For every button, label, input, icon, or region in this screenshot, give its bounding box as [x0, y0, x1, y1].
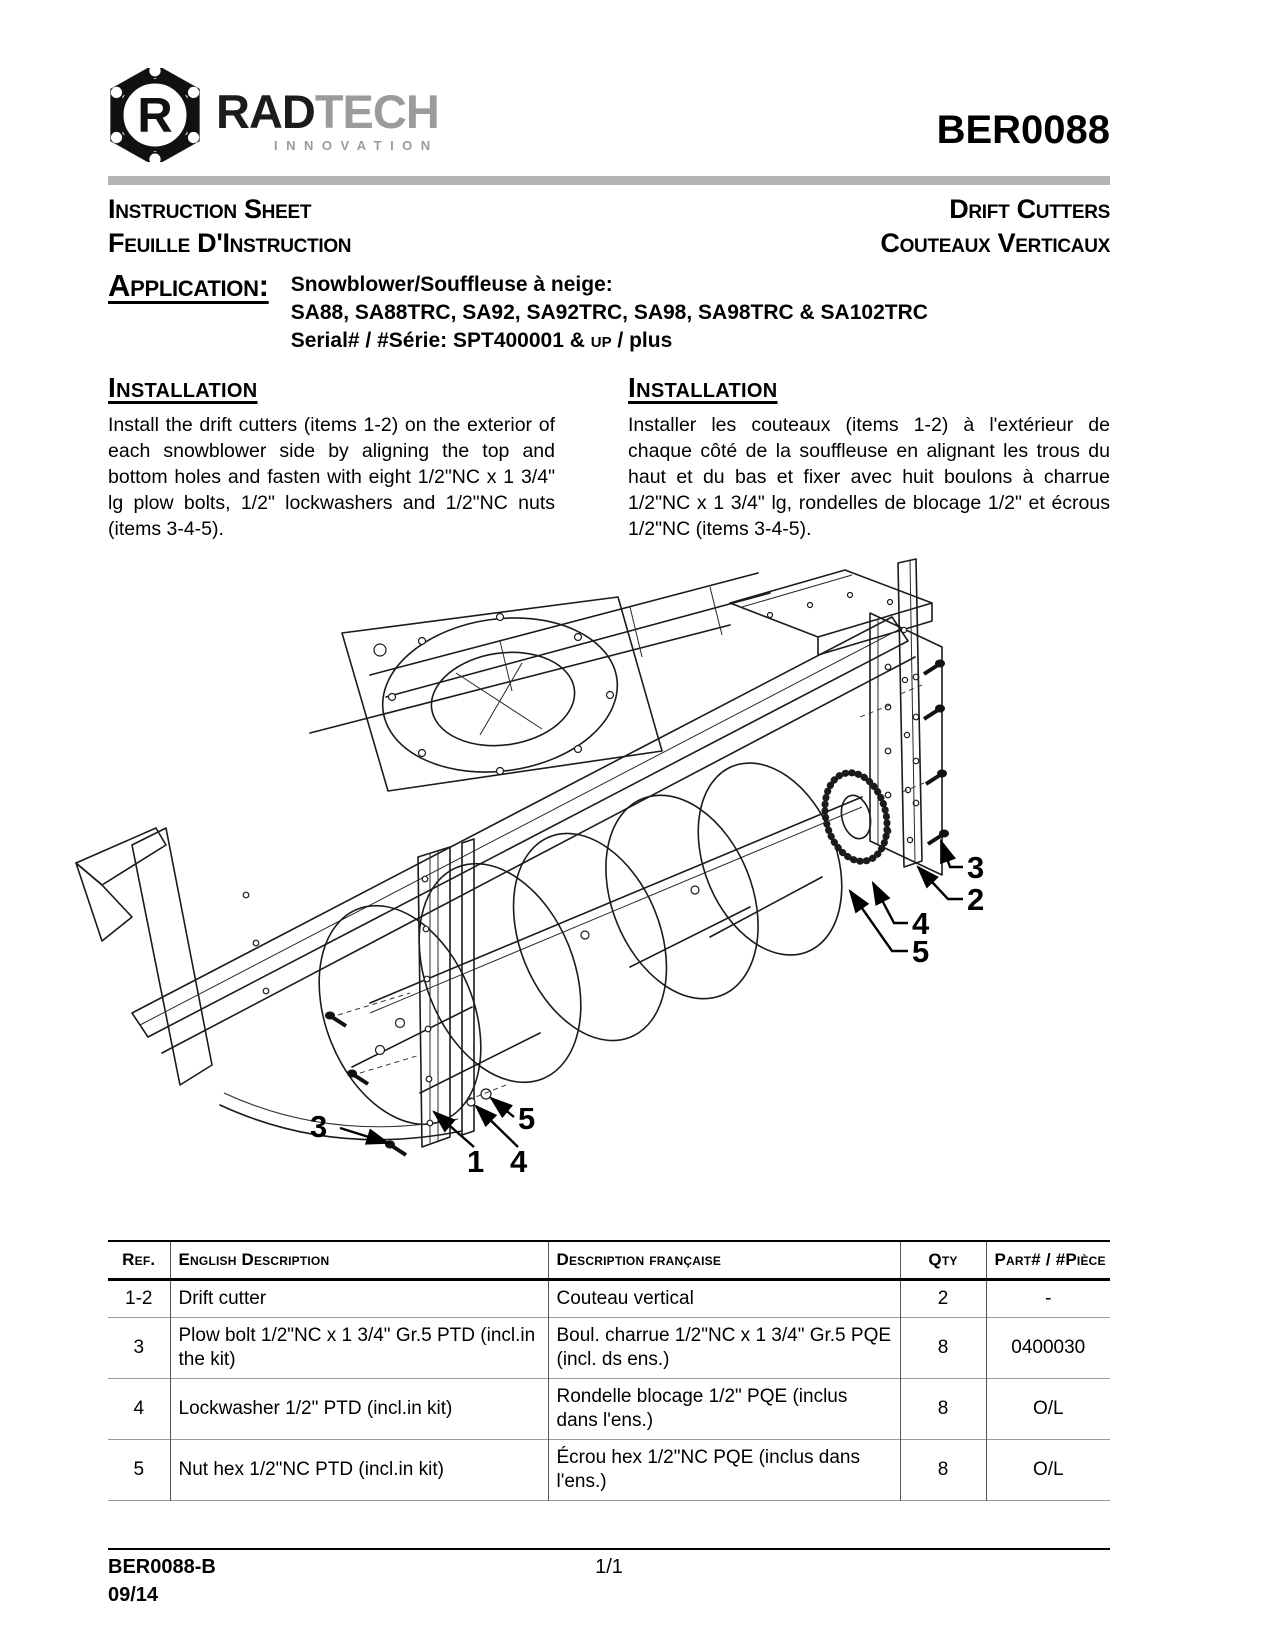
- callout-5-right: 5: [912, 934, 929, 969]
- callout-4-right: 4: [912, 906, 930, 941]
- sheet-titles: Instruction Sheet Feuille D'Instruction: [108, 192, 352, 260]
- cell-en: Lockwasher 1/2" PTD (incl.in kit): [169, 1378, 548, 1440]
- serial-up: up: [590, 329, 612, 352]
- cell-ref: 5: [133, 1459, 145, 1480]
- installation-title-en: Installation: [108, 372, 258, 403]
- cell-ref: 4: [133, 1398, 145, 1419]
- table-row: 1-2 Drift cutter Couteau vertical 2 -: [108, 1279, 1110, 1318]
- cell-fr: Rondelle blocage 1/2" PQE (inclus dans l…: [547, 1378, 900, 1440]
- callout-5-left: 5: [518, 1101, 535, 1136]
- cell-part: -: [985, 1279, 1110, 1318]
- cell-fr: Boul. charrue 1/2"NC x 1 3/4" Gr.5 PQE (…: [547, 1317, 900, 1379]
- title-couteaux-verticaux: Couteaux Verticaux: [880, 228, 1110, 258]
- col-header-ref: Ref.: [122, 1250, 156, 1269]
- footer-doc-revision: BER0088-B: [108, 1556, 216, 1578]
- col-header-french: Description française: [547, 1241, 900, 1280]
- callout-2-right: 2: [967, 882, 984, 917]
- cell-part: O/L: [985, 1439, 1110, 1501]
- cell-en: Nut hex 1/2"NC PTD (incl.in kit): [169, 1439, 548, 1501]
- main-beam: [132, 617, 915, 1053]
- title-instruction-sheet: Instruction Sheet: [108, 194, 312, 224]
- cell-qty: 8: [899, 1317, 986, 1379]
- cell-ref: 3: [133, 1337, 145, 1358]
- table-row: 4 Lockwasher 1/2" PTD (incl.in kit) Rond…: [108, 1378, 1110, 1440]
- footer-page-number: 1/1: [595, 1556, 623, 1578]
- product-titles: Drift Cutters Couteaux Verticaux: [880, 192, 1110, 260]
- drawing-snowblower-exploded: 3 2 4 5 3 1 4 5: [70, 545, 984, 1179]
- callouts-right: 3 2 4 5: [848, 838, 984, 969]
- parts-table-header-row: Ref. English Description Description fra…: [108, 1241, 1110, 1280]
- callout-4-left: 4: [510, 1144, 528, 1179]
- callouts-left: 3 1 4 5: [310, 1096, 535, 1179]
- badge-letter: R: [137, 89, 172, 143]
- brand-subtitle: INNOVATION: [274, 138, 439, 153]
- installation-body-en: Install the drift cutters (items 1-2) on…: [108, 414, 555, 540]
- cell-qty: 8: [899, 1439, 986, 1501]
- radtech-badge-icon: R: [110, 68, 200, 162]
- application-label: Application:: [108, 268, 269, 303]
- callout-3-right: 3: [967, 850, 984, 885]
- subheader: Instruction Sheet Feuille D'Instruction …: [108, 192, 1110, 260]
- cell-qty: 8: [899, 1378, 986, 1440]
- col-header-english: English Description: [169, 1241, 548, 1280]
- footer: BER0088-B 1/1 09/14: [108, 1548, 1110, 1607]
- application-line2: SA88, SA88TRC, SA92, SA92TRC, SA98, SA98…: [290, 301, 928, 324]
- cell-part: O/L: [985, 1378, 1110, 1440]
- cell-en: Drift cutter: [169, 1279, 548, 1318]
- radtech-logo: R RADTECH INNOVATION: [108, 68, 440, 162]
- installation-sections: Installation Install the drift cutters (…: [108, 372, 1110, 542]
- installation-english: Installation Install the drift cutters (…: [108, 372, 555, 542]
- parts-table: Ref. English Description Description fra…: [108, 1240, 1110, 1501]
- cell-fr: Couteau vertical: [547, 1279, 900, 1318]
- application-models: Snowblower/Souffleuse à neige: SA88, SA8…: [291, 271, 928, 355]
- title-drift-cutters: Drift Cutters: [949, 194, 1110, 224]
- header-divider: [108, 176, 1110, 185]
- title-feuille-instruction: Feuille D'Instruction: [108, 228, 352, 258]
- drift-cutter-right: [898, 559, 922, 867]
- chute-ring: [342, 597, 662, 791]
- installation-french: Installation Installer les couteaux (ite…: [628, 372, 1110, 542]
- cell-ref: 1-2: [125, 1288, 153, 1309]
- callout-3-left: 3: [310, 1109, 327, 1144]
- installation-body-fr: Installer les couteaux (items 1-2) à l'e…: [628, 414, 1110, 540]
- left-fasteners: [323, 993, 506, 1157]
- left-side-panel: [76, 828, 462, 1140]
- application-section: Application: Snowblower/Souffleuse à nei…: [108, 268, 1110, 355]
- callout-1-left: 1: [467, 1144, 484, 1179]
- cell-fr: Écrou hex 1/2"NC PQE (inclus dans l'ens.…: [547, 1439, 900, 1501]
- table-row: 5 Nut hex 1/2"NC PTD (incl.in kit) Écrou…: [108, 1439, 1110, 1501]
- right-side-panel: [870, 613, 942, 875]
- auger-flighting: [289, 742, 869, 1149]
- brand-rad: RAD: [216, 85, 316, 138]
- col-header-part: Part# / #Pièce: [985, 1241, 1110, 1280]
- col-header-qty: Qty: [899, 1241, 986, 1280]
- drift-cutter-left: [418, 839, 474, 1147]
- installation-title-fr: Installation: [628, 372, 778, 403]
- serial-prefix: Serial# / #Série: SPT400001 &: [290, 329, 591, 352]
- header: R RADTECH INNOVATION BER0088: [108, 68, 1110, 162]
- serial-suffix: / plus: [611, 329, 673, 352]
- radtech-wordmark: RADTECH INNOVATION: [216, 85, 440, 153]
- application-line3: Serial# / #Série: SPT400001 & up / plus: [291, 327, 928, 355]
- plow-bolts-right: [860, 657, 951, 846]
- cell-qty: 2: [899, 1279, 986, 1318]
- brand-tech: TECH: [314, 85, 440, 138]
- footer-date: 09/14: [108, 1584, 159, 1606]
- document-number: BER0088: [936, 108, 1110, 152]
- table-row: 3 Plow bolt 1/2"NC x 1 3/4" Gr.5 PTD (in…: [108, 1317, 1110, 1379]
- chain-sprocket: [816, 766, 896, 868]
- application-line1: Snowblower/Souffleuse à neige:: [290, 273, 613, 296]
- cell-en: Plow bolt 1/2"NC x 1 3/4" Gr.5 PTD (incl…: [169, 1317, 548, 1379]
- frame-top-box: [730, 570, 932, 655]
- cell-part: 0400030: [985, 1317, 1110, 1379]
